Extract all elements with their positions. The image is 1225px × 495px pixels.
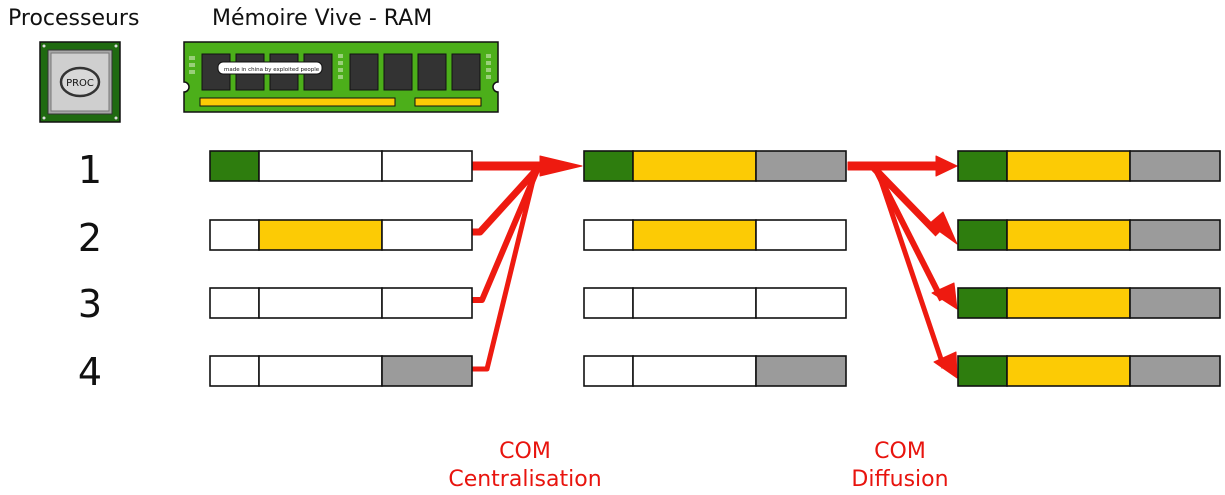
diffusion-arrowhead-3 [931,282,958,310]
ram-header: Mémoire Vive - RAM [212,6,433,31]
memory-cell-2-white [632,287,757,319]
memory-bar-after-diffusion-row-2 [957,219,1221,251]
memory-bar-before-row-3 [209,287,473,319]
diffusion-arrow-4 [873,165,947,369]
memory-cell-2-white [258,287,383,319]
memory-bar-after-centralisation-row-2 [583,219,847,251]
memory-cell-2-white [258,150,383,182]
memory-bar-before-row-1 [209,150,473,182]
diffusion-arrowhead-1 [935,155,958,177]
processor-number-1: 1 [77,148,103,192]
memory-bar-after-diffusion-row-3 [957,287,1221,319]
memory-cell-1-green [957,219,1008,251]
memory-cell-3-white [381,150,473,182]
memory-bar-before-row-4 [209,355,473,387]
memory-cell-2-yellow [1006,355,1131,387]
memory-cell-3-gray [381,355,473,387]
diffusion-arrowhead-2 [928,211,958,245]
memory-cell-3-gray [1129,287,1221,319]
memory-cell-2-white [258,355,383,387]
memory-cell-1-white [583,219,634,251]
memory-cell-2-white [632,355,757,387]
memory-cell-1-white [583,355,634,387]
memory-bar-after-centralisation-row-1 [583,150,847,182]
com-diffusion-line1: COM [874,439,926,464]
centralisation-arrow-4 [472,167,539,372]
memory-cell-1-green [957,355,1008,387]
memory-cell-1-white [583,287,634,319]
com-diffusion-line2: Diffusion [851,467,949,492]
memory-cell-3-gray [755,355,847,387]
diffusion-arrow-1 [847,161,937,171]
processor-number-2: 2 [77,216,103,260]
ram-label-text: made in china by exploited people [224,67,320,73]
memory-cell-2-yellow [632,150,757,182]
processor-number-3: 3 [77,282,103,326]
com-centralisation-label: COM Centralisation [420,438,630,494]
memory-cell-3-white [381,287,473,319]
memory-cell-1-green [209,150,260,182]
memory-cell-2-yellow [1006,287,1131,319]
centralisation-arrow-1 [471,161,541,171]
com-centralisation-line1: COM [499,439,551,464]
diffusion-arrowhead-4 [933,351,958,379]
diffusion-arrow-3 [871,164,945,302]
memory-cell-1-green [957,150,1008,182]
memory-cell-3-white [755,287,847,319]
com-diffusion-label: COM Diffusion [800,438,1000,494]
memory-bar-after-diffusion-row-1 [957,150,1221,182]
memory-cell-3-gray [1129,355,1221,387]
processor-number-4: 4 [77,350,103,394]
memory-bar-before-row-2 [209,219,473,251]
memory-cell-3-gray [1129,150,1221,182]
memory-cell-1-green [583,150,634,182]
memory-cell-2-yellow [632,219,757,251]
diffusion-arrow-2 [869,163,941,237]
memory-cell-3-gray [755,150,847,182]
memory-cell-1-green [957,287,1008,319]
memory-cell-1-white [209,219,260,251]
chip-label: PROC [66,78,94,89]
centralisation-arrow-3 [472,166,541,303]
memory-bar-after-centralisation-row-3 [583,287,847,319]
memory-cell-2-yellow [1006,150,1131,182]
memory-cell-3-white [755,219,847,251]
centralisation-arrow-2 [472,163,543,236]
memory-cell-3-white [381,219,473,251]
memory-bar-after-centralisation-row-4 [583,355,847,387]
centralisation-arrowhead [539,155,583,177]
memory-cell-2-yellow [1006,219,1131,251]
memory-cell-1-white [209,287,260,319]
com-centralisation-line2: Centralisation [448,467,602,492]
memory-cell-1-white [209,355,260,387]
memory-cell-3-gray [1129,219,1221,251]
memory-bar-after-diffusion-row-4 [957,355,1221,387]
processors-header: Processeurs [8,6,140,31]
memory-cell-2-yellow [258,219,383,251]
